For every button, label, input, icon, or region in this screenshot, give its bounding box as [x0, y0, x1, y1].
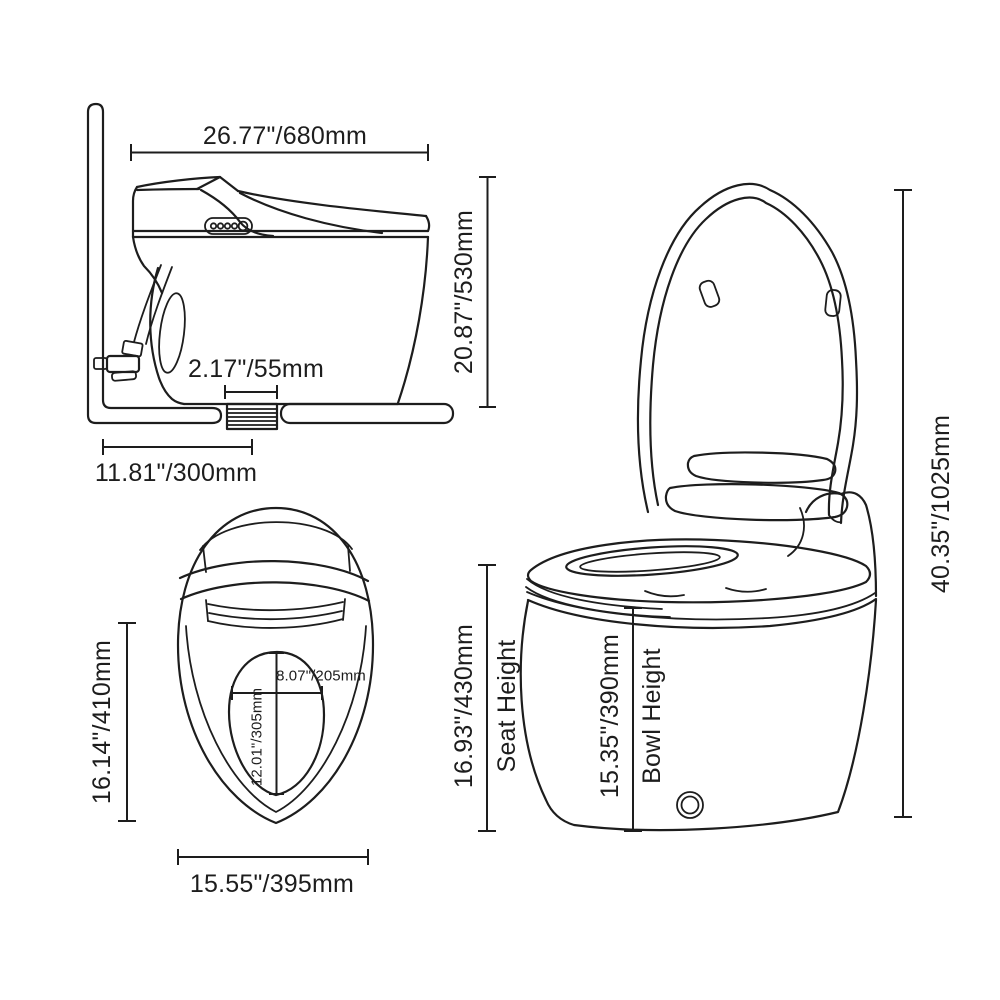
- seat-back-pad-upper: [686, 451, 837, 484]
- seat-height-value: 16.93"/430mm: [450, 624, 478, 788]
- outlet-width-label: 2.17"/55mm: [188, 355, 324, 383]
- panel-button-icon: [230, 222, 239, 230]
- dim-overall-width: 26.77"/680mm: [130, 122, 429, 161]
- panel-button-icon: [209, 222, 218, 230]
- lid-bumper: [698, 279, 721, 308]
- hinge-bracket: [787, 507, 805, 557]
- valve-handle: [111, 370, 137, 382]
- perspective-view: 16.93"/430mm Seat Height 15.35"/390mm Bo…: [450, 182, 955, 832]
- dim-bowl-width: 8.07"/205mm: [231, 668, 366, 700]
- bowl-opening-top: [227, 650, 326, 797]
- rough-in-label: 11.81"/300mm: [95, 459, 257, 487]
- dim-overall-depth: 16.14"/410mm: [88, 622, 136, 822]
- dim-top-width: 15.55"/395mm: [177, 849, 369, 898]
- hose-nut: [121, 339, 144, 358]
- toilet-side-profile: [131, 175, 431, 406]
- dim-bowl-height: 15.35"/390mm Bowl Height: [596, 607, 666, 832]
- waste-outlet: [225, 402, 279, 431]
- top-width-label: 15.55"/395mm: [190, 870, 354, 898]
- bowl-width-label: 8.07"/205mm: [276, 668, 366, 685]
- panel-power-icon: [237, 220, 249, 232]
- seat-ring: [526, 538, 872, 604]
- dim-rough-in: 11.81"/300mm: [95, 439, 257, 487]
- side-view: 26.77"/680mm 20.87"/530mm 2.17"/55mm 11.…: [86, 102, 496, 487]
- body-outline: [519, 598, 878, 832]
- bowl-opening: [565, 545, 739, 577]
- top-view: 12.01"/305mm 8.07"/205mm 16.14"/410mm 15…: [88, 506, 375, 898]
- dim-overall-height: 20.87"/530mm: [450, 176, 496, 408]
- trapway-curve: [158, 292, 186, 374]
- dim-seat-height: 16.93"/430mm Seat Height: [450, 564, 521, 832]
- lid-bumper: [824, 289, 842, 317]
- open-lid-height-label: 40.35"/1025mm: [927, 415, 955, 593]
- bowl-depth-label: 12.01"/305mm: [249, 688, 266, 786]
- control-panel: [204, 217, 253, 235]
- toilet-top-outline: [176, 506, 375, 825]
- body-button-icon: [676, 791, 704, 819]
- panel-button-icon: [216, 222, 225, 230]
- dim-bowl-depth: 12.01"/305mm: [249, 652, 284, 795]
- bowl-height-value: 15.35"/390mm: [596, 634, 624, 798]
- seat-and-body: [519, 451, 878, 832]
- floor-right-segment: [279, 402, 455, 425]
- dim-outlet-width: 2.17"/55mm: [188, 355, 324, 399]
- overall-depth-label: 16.14"/410mm: [88, 640, 116, 804]
- seat-back-pad-lower: [664, 483, 849, 522]
- seat-height-label: Seat Height: [493, 640, 521, 773]
- overall-width-label: 26.77"/680mm: [203, 122, 367, 150]
- bowl-height-label: Bowl Height: [638, 648, 666, 784]
- panel-button-icon: [223, 222, 232, 230]
- rear-hump: [804, 491, 878, 598]
- dim-open-lid-height: 40.35"/1025mm: [894, 189, 955, 818]
- wall-floor-outline: [86, 102, 223, 425]
- open-lid: [636, 182, 859, 525]
- water-shutoff-valve: [93, 354, 141, 382]
- overall-height-label: 20.87"/530mm: [450, 210, 478, 374]
